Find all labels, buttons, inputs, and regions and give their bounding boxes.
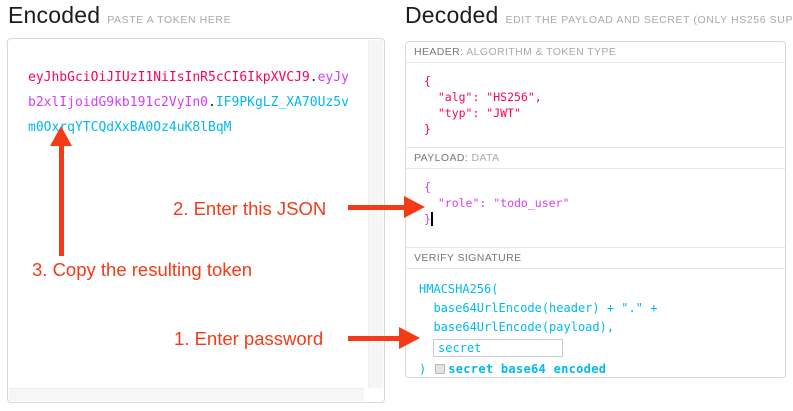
- annotation-step3-arrow-shaft: [59, 145, 64, 256]
- secret-input[interactable]: [433, 339, 563, 357]
- token-segment-header: eyJhbGciOiJIUzI1NiIsInR5cCI6IkpXVCJ9: [28, 70, 310, 85]
- token-segment-payload: eyJy: [317, 70, 349, 85]
- header-json-section: { "alg": "HS256", "typ": "JWT" }: [406, 63, 785, 148]
- decoded-title: Decoded: [405, 2, 499, 28]
- verify-signature-label-text: VERIFY SIGNATURE: [414, 252, 522, 264]
- token-segment-signature: m0OxrqYTCQdXxBA0Oz4uK8lBqM: [28, 120, 232, 135]
- encoded-token-editor[interactable]: eyJhbGciOiJIUzI1NiIsInR5cCI6IkpXVCJ9.eyJ…: [7, 38, 385, 403]
- annotation-step3-label: 3. Copy the resulting token: [32, 259, 253, 280]
- token-segment-dot: .: [309, 70, 318, 85]
- annotation-step2-label: 2. Enter this JSON: [173, 198, 327, 219]
- encoded-panel-header: Encoded PASTE A TOKEN HERE: [8, 2, 231, 29]
- encoded-token-text[interactable]: eyJhbGciOiJIUzI1NiIsInR5cCI6IkpXVCJ9.eyJ…: [28, 65, 349, 140]
- decoded-panel: HEADER: ALGORITHM & TOKEN TYPE { "alg": …: [405, 41, 786, 378]
- verify-signature-label: VERIFY SIGNATURE: [406, 248, 785, 269]
- header-json-code: { "alg": "HS256", "typ": "JWT" }: [424, 74, 542, 136]
- token-segment-payload: b2xlIjoidG9kb191c2VyIn0: [28, 95, 209, 110]
- annotation-step1-label: 1. Enter password: [174, 328, 324, 349]
- payload-json-code[interactable]: { "role": "todo_user" }: [424, 180, 570, 226]
- decoded-panel-header: Decoded EDIT THE PAYLOAD AND SECRET (ONLY…: [405, 2, 793, 29]
- encoded-title: Encoded: [8, 2, 101, 28]
- annotation-step3-arrowhead-icon: [50, 126, 72, 146]
- verify-signature-section: HMACSHA256( base64UrlEncode(header) + ".…: [406, 269, 785, 377]
- decoded-subtitle: EDIT THE PAYLOAD AND SECRET (ONLY HS256 …: [505, 14, 793, 26]
- encoded-subtitle: PASTE A TOKEN HERE: [107, 14, 232, 26]
- annotation-step1-arrowhead-icon: [399, 327, 420, 349]
- header-label-muted: ALGORITHM & TOKEN TYPE: [466, 46, 617, 58]
- payload-label-muted: DATA: [471, 152, 500, 164]
- annotation-step1-arrow-shaft: [348, 336, 400, 341]
- base64-checkbox-label[interactable]: secret base64 encoded: [448, 362, 607, 376]
- vertical-scrollbar[interactable]: [368, 40, 383, 388]
- signature-code: HMACSHA256( base64UrlEncode(header) + ".…: [419, 282, 658, 334]
- horizontal-scrollbar[interactable]: [9, 388, 364, 401]
- payload-label-strong: PAYLOAD:: [414, 152, 469, 164]
- base64-checkbox[interactable]: [435, 364, 446, 374]
- header-label-strong: HEADER:: [414, 46, 464, 58]
- annotation-step2-arrow-shaft: [348, 205, 405, 210]
- base64-option-row: ) secret base64 encoded: [419, 362, 785, 376]
- payload-section-label: PAYLOAD: DATA: [406, 148, 785, 169]
- annotation-step2-arrowhead-icon: [404, 196, 425, 218]
- close-paren: ): [419, 362, 427, 376]
- token-segment-signature: IF9PKgLZ_XA70Uz5v: [215, 95, 349, 110]
- header-section-label: HEADER: ALGORITHM & TOKEN TYPE: [406, 42, 785, 63]
- token-segment-dot: .: [208, 95, 216, 110]
- payload-json-editor[interactable]: { "role": "todo_user" }: [406, 169, 785, 248]
- text-caret: [431, 212, 433, 226]
